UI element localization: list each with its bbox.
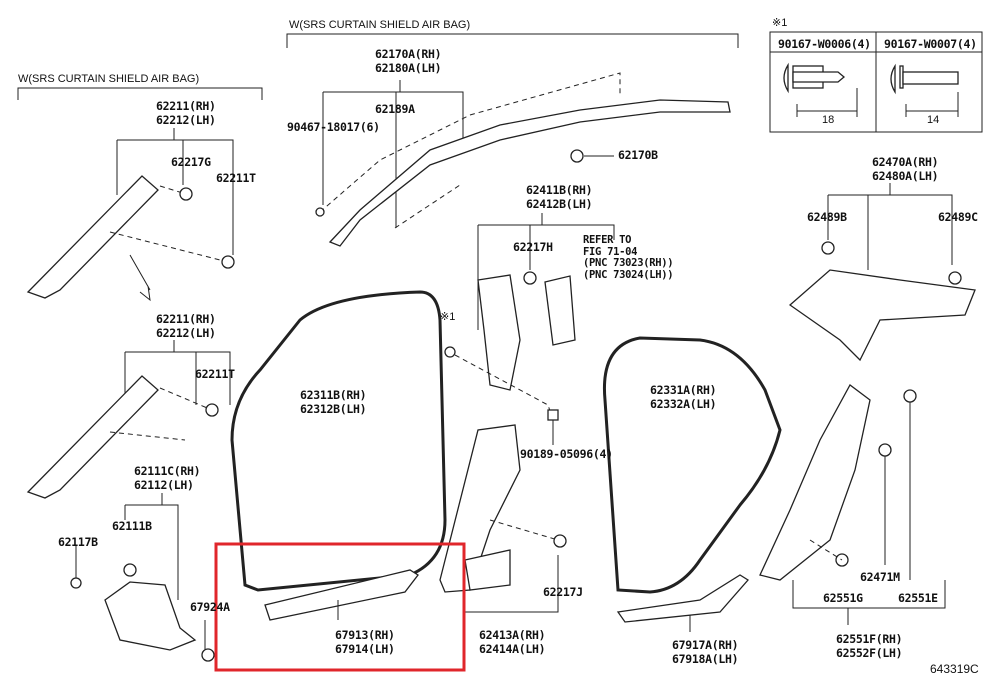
part-62170A[interactable]: 62170A(RH) 62180A(LH) <box>375 47 442 75</box>
quarter-lower-trim <box>759 384 871 581</box>
figure-id: 643319C <box>930 662 979 676</box>
rear-scuff-plate <box>616 574 749 623</box>
left-group-bracket <box>17 87 263 100</box>
part-62470A[interactable]: 62470A(RH) 62480A(LH) <box>872 155 939 183</box>
part-62211T-upper[interactable]: 62211T <box>216 171 256 185</box>
part-62311B[interactable]: 62311B(RH) 62312B(LH) <box>300 388 367 416</box>
screw-table-frame <box>769 31 983 133</box>
part-62111C[interactable]: 62111C(RH) 62112(LH) <box>134 464 201 492</box>
cowl-side-trim <box>104 581 197 651</box>
note-mark: ※1 <box>772 17 788 29</box>
screw-part-2[interactable]: 90167-W0007(4) <box>884 37 977 51</box>
part-62189A[interactable]: 62189A <box>375 102 415 116</box>
a-pillar-lower <box>26 375 159 499</box>
rear-door-weatherstrip <box>602 336 782 594</box>
b-pillar-lower-trim <box>439 424 521 593</box>
top-group-header: W(SRS CURTAIN SHIELD AIR BAG) <box>289 19 471 31</box>
part-62489C[interactable]: 62489C <box>938 210 978 224</box>
part-67924A[interactable]: 67924A <box>190 600 230 614</box>
part-62170B[interactable]: 62170B <box>618 148 658 162</box>
screw-length-2: 14 <box>927 114 940 126</box>
top-group-bracket <box>286 33 739 48</box>
screw-icon-14 <box>890 63 959 117</box>
part-62471M[interactable]: 62471M <box>860 570 900 584</box>
part-67917A[interactable]: 67917A(RH) 67918A(LH) <box>672 638 739 666</box>
seatbelt-part <box>544 275 576 346</box>
part-62211-lower[interactable]: 62211(RH) 62212(LH) <box>156 312 216 340</box>
a-pillar-upper <box>26 175 159 299</box>
part-62411B[interactable]: 62411B(RH) 62412B(LH) <box>526 183 593 211</box>
clip-62211T <box>221 255 235 269</box>
quarter-upper-trim <box>788 269 976 362</box>
part-62111B[interactable]: 62111B <box>112 519 152 533</box>
clip-62217G <box>179 187 193 201</box>
part-62551E[interactable]: 62551E <box>898 591 938 605</box>
arrow-down <box>129 254 151 302</box>
part-90189[interactable]: 90189-05096(4) <box>520 447 613 461</box>
b-pillar-upper-trim <box>477 274 521 391</box>
part-62331A[interactable]: 62331A(RH) 62332A(LH) <box>650 383 717 411</box>
screw-icon-18 <box>783 62 858 117</box>
part-62489B[interactable]: 62489B <box>807 210 847 224</box>
note-mark-small: ※1 <box>440 311 456 323</box>
front-scuff-plate <box>264 569 419 621</box>
front-door-weatherstrip <box>230 290 447 592</box>
screw-part-1[interactable]: 90167-W0006(4) <box>778 37 871 51</box>
part-62413A[interactable]: 62413A(RH) 62414A(LH) <box>479 628 546 656</box>
part-62551G[interactable]: 62551G <box>823 591 863 605</box>
highlight-box <box>214 542 466 672</box>
part-62217G[interactable]: 62217G <box>171 155 211 169</box>
curtain-airbag <box>328 99 731 247</box>
part-62211T-lower[interactable]: 62211T <box>195 367 235 381</box>
part-62217H[interactable]: 62217H <box>513 240 553 254</box>
part-67913[interactable]: 67913(RH) 67914(LH) <box>335 628 395 656</box>
screw-length-1: 18 <box>822 114 835 126</box>
left-group-header: W(SRS CURTAIN SHIELD AIR BAG) <box>18 73 200 85</box>
refer-note: REFER TO FIG 71-04 (PNC 73023(RH)) (PNC … <box>583 234 674 281</box>
part-90467[interactable]: 90467-18017(6) <box>287 120 380 134</box>
part-62211-upper[interactable]: 62211(RH) 62212(LH) <box>156 99 216 127</box>
part-62117B[interactable]: 62117B <box>58 535 98 549</box>
part-62217J[interactable]: 62217J <box>543 585 583 599</box>
part-62551F[interactable]: 62551F(RH) 62552F(LH) <box>836 632 903 660</box>
